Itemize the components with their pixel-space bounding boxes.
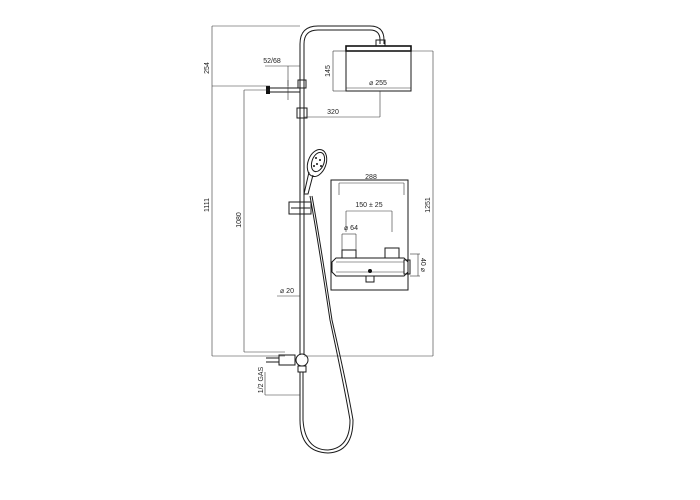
wall-bracket bbox=[266, 80, 300, 100]
dim-head-diameter: ⌀ 255 bbox=[369, 80, 387, 87]
shower-hose bbox=[299, 195, 354, 454]
dimension-lines-left bbox=[211, 25, 300, 396]
dim-total-height-left: 1111 bbox=[204, 198, 211, 212]
dim-mixer-width: 288 bbox=[365, 174, 377, 181]
upper-riser-joint bbox=[296, 79, 308, 119]
thermostatic-mixer bbox=[331, 247, 411, 283]
dim-mixer-body-diameter: ⌀ 64 bbox=[344, 225, 358, 232]
rain-shower-head bbox=[345, 45, 412, 92]
dim-mixer-centers: 150 ± 25 bbox=[355, 202, 382, 209]
dimension-lines-right bbox=[304, 50, 434, 357]
dim-inlet-thread: 1/2 GAS bbox=[258, 366, 265, 393]
hand-shower-holder bbox=[288, 201, 312, 215]
dim-arm-length: 320 bbox=[327, 109, 339, 116]
dim-bar-height: 1080 bbox=[236, 212, 243, 228]
shower-riser bbox=[299, 25, 386, 355]
dim-total-height-right: 1251 bbox=[425, 197, 432, 213]
dim-arm-offset: 52/68 bbox=[263, 58, 281, 65]
hand-shower bbox=[303, 148, 328, 195]
diverter-inlet bbox=[266, 353, 309, 373]
dim-pipe-diameter: ⌀ 20 bbox=[280, 288, 294, 295]
dim-mixer-depth: 40 ⌀ bbox=[419, 258, 426, 272]
mixer-detail-inset bbox=[330, 179, 420, 291]
dim-head-drop: 145 bbox=[325, 65, 332, 77]
dim-top-height: 254 bbox=[204, 62, 211, 74]
